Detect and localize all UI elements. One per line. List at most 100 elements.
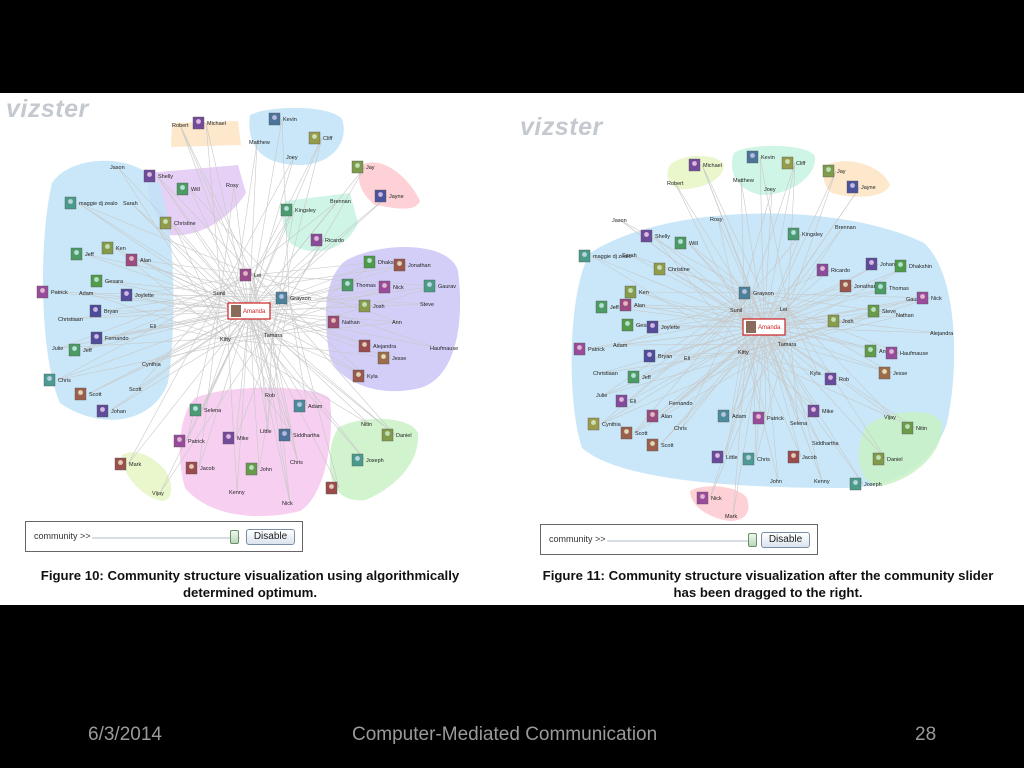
person-node[interactable]: Kitty (738, 350, 749, 356)
person-node[interactable]: Mike (807, 404, 834, 418)
person-node[interactable]: Ken (101, 241, 126, 255)
person-node[interactable]: Kingsley (280, 203, 316, 217)
person-node[interactable]: Sunil (213, 291, 225, 297)
person-node[interactable]: Julie (596, 393, 607, 399)
person-node[interactable]: Gesara (621, 318, 655, 332)
person-node[interactable]: Vijay (152, 491, 164, 497)
person-node[interactable]: Johan (865, 257, 895, 271)
person-node[interactable]: Bryan (89, 304, 118, 318)
person-node[interactable]: Sarah (622, 253, 637, 259)
person-node[interactable]: Thomas (341, 278, 376, 292)
person-node[interactable]: Nathan (327, 315, 360, 329)
person-node[interactable] (325, 481, 338, 495)
person-node[interactable]: Nick (696, 491, 722, 505)
person-node[interactable]: Rob (265, 393, 275, 399)
person-node[interactable]: Adam (79, 291, 94, 297)
person-node[interactable]: Tamara (778, 342, 797, 348)
person-node[interactable]: Gaurav (423, 279, 456, 293)
person-node[interactable]: Will (176, 182, 200, 196)
person-node[interactable]: Will (674, 236, 698, 250)
person-node[interactable]: Jay (822, 164, 846, 178)
person-node[interactable]: Jeff (68, 343, 92, 357)
person-node[interactable]: Patrick (573, 342, 605, 356)
person-node[interactable]: Eli (684, 356, 690, 362)
person-node[interactable]: Kenny (814, 479, 830, 485)
disable-button[interactable]: Disable (761, 532, 810, 548)
person-node[interactable]: Steve (420, 302, 434, 308)
person-node[interactable]: Julie (52, 346, 63, 352)
person-node[interactable]: Scott (129, 387, 142, 393)
person-node[interactable]: Adam (717, 409, 747, 423)
person-node[interactable]: Siddhartha (278, 428, 321, 442)
person-node[interactable]: Selena (790, 421, 808, 427)
person-node[interactable]: Joey (764, 187, 776, 193)
person-node[interactable]: Christiaan (593, 371, 618, 377)
person-node[interactable]: Gesara (90, 274, 124, 288)
person-node[interactable]: Eli (150, 324, 156, 330)
person-node[interactable]: Shelly (143, 169, 173, 183)
person-node[interactable]: Kitty (220, 337, 231, 343)
person-node[interactable]: Mike (222, 431, 249, 445)
person-node[interactable]: Bryan (643, 349, 672, 363)
person-node[interactable]: Jeff (595, 300, 619, 314)
person-node[interactable]: Haufmause (430, 346, 458, 352)
person-node[interactable]: Alejandra (930, 331, 954, 337)
person-node[interactable]: Jason (612, 218, 627, 224)
person-node[interactable]: Alejandra (358, 339, 397, 353)
person-node[interactable]: Selena (189, 403, 222, 417)
person-node[interactable]: Alan (125, 253, 151, 267)
person-node[interactable]: Kenny (229, 490, 245, 496)
person-node[interactable]: Kyla (810, 371, 822, 377)
person-node[interactable]: Matthew (249, 140, 270, 146)
person-node[interactable]: Patrick (752, 411, 784, 425)
person-node[interactable]: Kevin (746, 150, 775, 164)
person-node[interactable]: Adam (613, 343, 628, 349)
person-node[interactable]: Joseph (351, 453, 384, 467)
person-node[interactable]: Steve (867, 304, 896, 318)
person-node[interactable]: Lei (239, 268, 261, 282)
person-node[interactable]: Daniel (381, 428, 412, 442)
person-node[interactable]: Matthew (733, 178, 754, 184)
person-node[interactable]: Little (260, 429, 272, 435)
person-node[interactable]: Robert (172, 123, 189, 129)
person-node[interactable]: Cynthia (142, 362, 162, 368)
person-node[interactable]: Ricardo (816, 263, 850, 277)
person-node[interactable]: Nathan (896, 313, 914, 319)
center-person-node[interactable]: Amanda (227, 302, 271, 320)
person-node[interactable]: Johan (96, 404, 126, 418)
person-node[interactable]: John (245, 462, 272, 476)
person-node[interactable]: Haufmause (885, 346, 928, 360)
person-node[interactable]: Nick (378, 280, 404, 294)
person-node[interactable]: Jesse (878, 366, 907, 380)
person-node[interactable]: Jacob (185, 461, 215, 475)
center-person-node[interactable]: Amanda (742, 318, 786, 336)
person-node[interactable]: Alan (619, 298, 645, 312)
person-node[interactable]: Kevin (268, 112, 297, 126)
person-node[interactable]: Nick (916, 291, 942, 305)
person-node[interactable]: Rob (824, 372, 849, 386)
person-node[interactable]: Jayne (846, 180, 876, 194)
person-node[interactable]: Alan (646, 409, 672, 423)
person-node[interactable]: Jeff (627, 370, 651, 384)
person-node[interactable]: Ann (864, 344, 889, 358)
person-node[interactable]: Jonathan (839, 279, 877, 293)
person-node[interactable]: Dhakshin (894, 259, 932, 273)
person-node[interactable]: Siddhartha (812, 441, 840, 447)
person-node[interactable]: Dhakshin (363, 255, 401, 269)
person-node[interactable]: Josh (358, 299, 385, 313)
person-node[interactable]: Mark (725, 514, 737, 520)
person-node[interactable]: Daniel (872, 452, 903, 466)
person-node[interactable]: Nitin (901, 421, 927, 435)
person-node[interactable]: Chris (43, 373, 71, 387)
person-node[interactable]: Mark (114, 457, 141, 471)
person-node[interactable]: Christine (159, 216, 196, 230)
person-node[interactable]: Ricardo (310, 233, 344, 247)
person-node[interactable]: Jeff (70, 247, 94, 261)
community-slider-thumb[interactable] (748, 533, 758, 547)
person-node[interactable]: Scott (646, 438, 674, 452)
person-node[interactable]: Cliff (781, 156, 806, 170)
person-node[interactable]: Adam (293, 399, 323, 413)
person-node[interactable]: Ken (624, 285, 649, 299)
person-node[interactable]: Fernando (90, 331, 129, 345)
person-node[interactable]: Brennan (330, 199, 351, 205)
